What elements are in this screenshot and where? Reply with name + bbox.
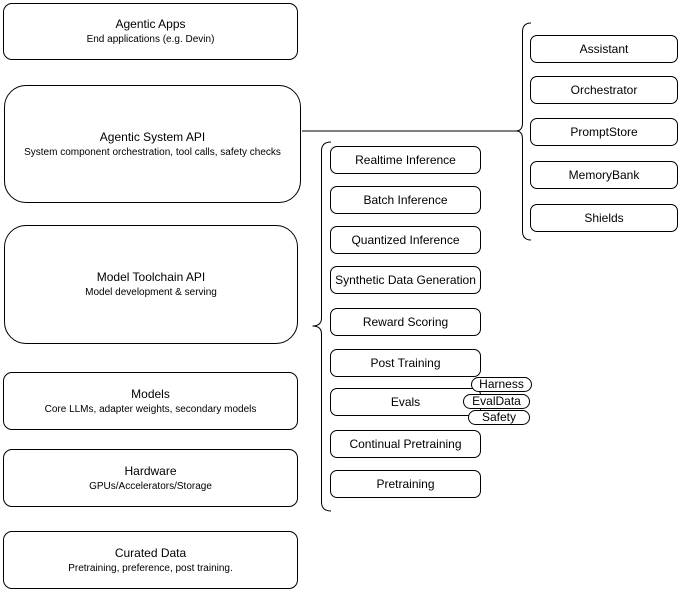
node-hardware: Hardware GPUs/Accelerators/Storage bbox=[3, 449, 298, 507]
node-batch-inference: Batch Inference bbox=[330, 186, 481, 214]
node-models: Models Core LLMs, adapter weights, secon… bbox=[3, 372, 298, 430]
node-title: Model Toolchain API bbox=[96, 270, 206, 284]
node-subtitle: Core LLMs, adapter weights, secondary mo… bbox=[44, 403, 257, 415]
pill-label: Safety bbox=[481, 410, 517, 424]
node-assistant: Assistant bbox=[530, 35, 678, 63]
node-subtitle: Model development & serving bbox=[85, 287, 217, 298]
node-pretraining: Pretraining bbox=[330, 470, 481, 498]
node-subtitle: Pretraining, preference, post training. bbox=[68, 562, 233, 574]
node-label: Synthetic Data Generation bbox=[335, 273, 476, 287]
node-label: Quantized Inference bbox=[351, 233, 460, 247]
node-label: PromptStore bbox=[570, 125, 638, 139]
node-subtitle: System component orchestration, tool cal… bbox=[24, 146, 281, 158]
node-continual-pretraining: Continual Pretraining bbox=[330, 430, 481, 458]
node-realtime-inference: Realtime Inference bbox=[330, 146, 481, 174]
node-label: Shields bbox=[584, 211, 624, 225]
node-label: Batch Inference bbox=[363, 193, 448, 207]
node-label: Reward Scoring bbox=[362, 315, 449, 329]
node-label: Continual Pretraining bbox=[349, 437, 462, 451]
node-agentic-system-api: Agentic System API System component orch… bbox=[4, 85, 301, 203]
node-post-training: Post Training bbox=[330, 349, 481, 377]
node-subtitle: GPUs/Accelerators/Storage bbox=[89, 480, 212, 492]
node-label: MemoryBank bbox=[568, 168, 640, 182]
brace-toolchain-items bbox=[312, 141, 332, 512]
pill-harness: Harness bbox=[471, 377, 532, 392]
node-model-toolchain-api: Model Toolchain API Model development & … bbox=[4, 225, 298, 344]
node-subtitle: End applications (e.g. Devin) bbox=[86, 34, 215, 45]
node-label: Evals bbox=[390, 395, 421, 409]
node-agentic-apps: Agentic Apps End applications (e.g. Devi… bbox=[3, 3, 298, 60]
node-promptstore: PromptStore bbox=[530, 118, 678, 146]
node-title: Models bbox=[131, 386, 170, 401]
node-reward-scoring: Reward Scoring bbox=[330, 308, 481, 336]
node-quantized-inference: Quantized Inference bbox=[330, 226, 481, 254]
node-label: Realtime Inference bbox=[355, 153, 456, 167]
node-title: Curated Data bbox=[114, 545, 187, 560]
node-orchestrator: Orchestrator bbox=[530, 76, 678, 104]
pill-label: EvalData bbox=[472, 394, 521, 408]
pill-safety: Safety bbox=[468, 410, 530, 425]
pill-label: Harness bbox=[479, 377, 524, 391]
node-title: Agentic Apps bbox=[115, 17, 186, 31]
node-label: Assistant bbox=[579, 42, 629, 56]
node-shields: Shields bbox=[530, 204, 678, 232]
brace-system-components bbox=[515, 22, 532, 241]
node-title: Hardware bbox=[124, 463, 177, 478]
node-label: Post Training bbox=[370, 356, 441, 370]
node-label: Pretraining bbox=[376, 477, 435, 491]
node-synthetic-data-generation: Synthetic Data Generation bbox=[330, 266, 481, 294]
node-evals: Evals bbox=[330, 388, 481, 416]
node-label: Orchestrator bbox=[570, 83, 638, 97]
pill-evaldata: EvalData bbox=[463, 394, 530, 409]
node-title: Agentic System API bbox=[99, 129, 206, 144]
node-curated-data: Curated Data Pretraining, preference, po… bbox=[3, 531, 298, 589]
node-memorybank: MemoryBank bbox=[530, 161, 678, 189]
